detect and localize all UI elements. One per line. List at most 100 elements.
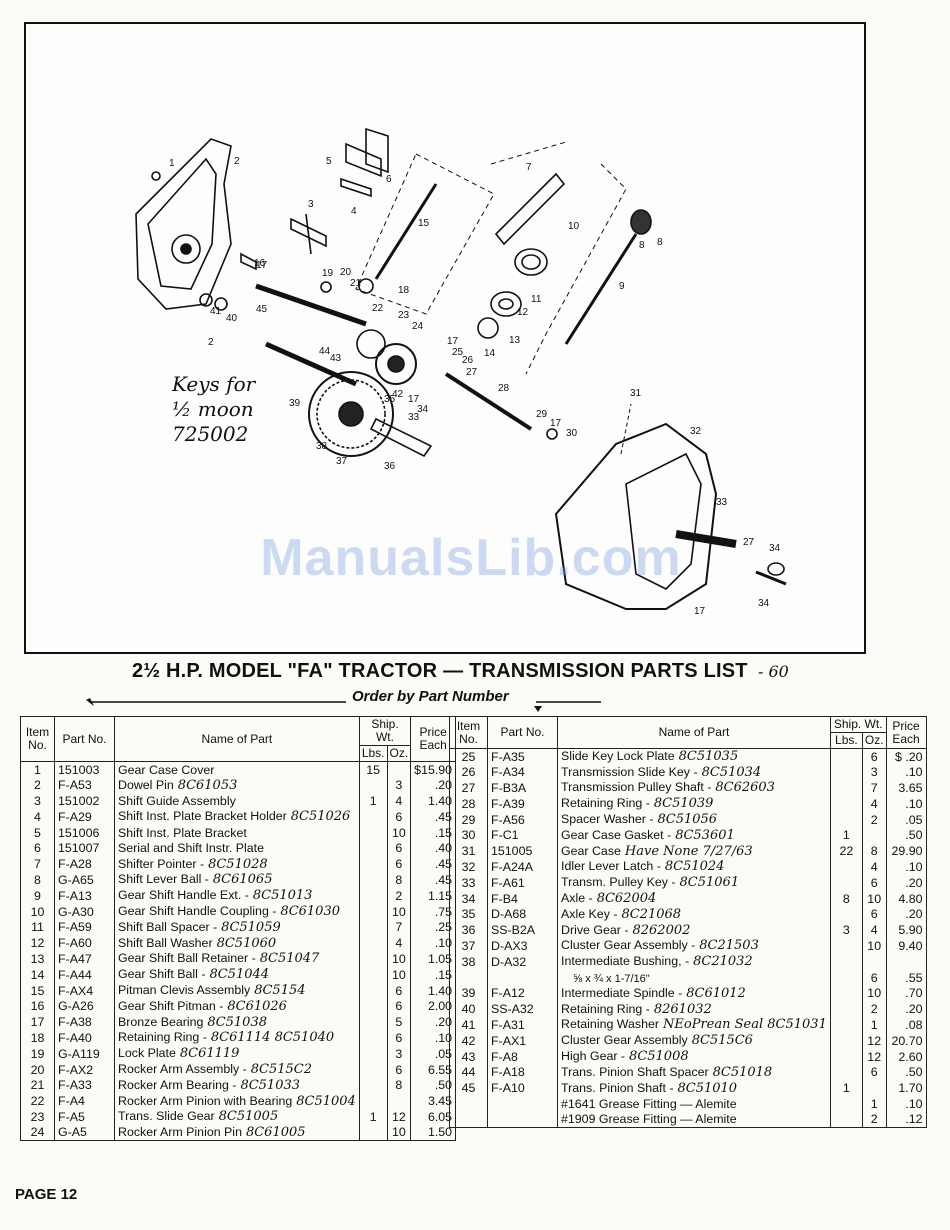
cell-price: .45 [410,872,457,888]
cell-name: Rocker Arm Bearing -8C51033 [114,1077,360,1094]
cell-oz: 6 [861,874,887,891]
cell-oz: 8 [861,843,887,860]
cell-price: .12 [885,1111,927,1129]
cell-lbs: 1 [829,1080,863,1097]
cell-oz: 7 [386,919,412,936]
part-name: Slide Key Lock Plate [561,749,675,764]
part-name: Trans. Slide Gear [118,1109,215,1124]
cell-part: F-A53 [54,777,115,794]
col-name: Name of Part [114,716,360,762]
part-name: Shifter Pointer - [118,856,205,871]
col-item: Item No. [449,716,488,749]
gear-case-cover-shape [135,138,232,310]
cell-lbs [829,1096,863,1112]
diagram-callout-34: 34 [417,404,429,415]
cell-lbs [358,840,388,857]
part-name: Bronze Bearing [118,1014,204,1029]
cell-item: 25 [449,748,488,765]
cell-item: 19 [20,1045,55,1062]
cell-oz: 1 [861,1017,887,1033]
order-arrow-line [86,698,601,712]
cell-price: 1.50 [410,1124,457,1142]
diagram-callout-9: 9 [619,281,625,292]
cell-oz: 6 [386,982,412,999]
handwritten-part-code: 8C61053 [177,777,238,793]
cell-price: .10 [885,795,927,812]
note-line-1: Keys for [172,372,256,396]
cell-part: F-A40 [54,1030,115,1046]
cell-price: .05 [410,1045,457,1062]
cell-item: 14 [20,966,55,983]
cell-name: Rocker Arm Assembly -8C515C2 [114,1061,360,1078]
diagram-callout-5: 5 [326,156,332,167]
cell-price: .50 [410,1077,457,1094]
handwritten-part-code: Have None 7/27/63 [624,843,753,859]
cell-lbs: 1 [358,1109,388,1125]
diagram-callout-12: 12 [517,307,529,318]
watermark: ManualsLib.com [260,529,682,587]
cell-name: Gear Case Gasket -8C53601 [557,827,831,844]
cell-price: 3.45 [410,1093,457,1110]
cell-part: D-A68 [487,906,558,923]
diagram-callout-18: 18 [398,285,410,296]
cell-name: Gear Shift Pitman -8C61026 [114,998,360,1015]
cell-oz: 10 [861,938,887,954]
cell-name: Gear Shift Ball Retainer -8C51047 [114,951,360,967]
cell-item: 33 [449,874,488,891]
col-part: Part No. [54,716,115,762]
cell-lbs [358,1077,388,1094]
cell-lbs [358,935,388,952]
cell-oz: 3 [386,777,412,794]
cell-item: 24 [20,1124,55,1142]
cell-price: 1.40 [410,793,457,809]
handwritten-part-code: 8C62004 [596,891,657,907]
cell-lbs [829,859,863,875]
part-name: Retaining Ring - [561,796,650,811]
cell-lbs [829,1017,863,1033]
cell-part: F-A28 [54,856,115,873]
cell-price: .10 [885,1096,927,1112]
cell-oz: 4 [861,795,887,812]
cell-part [487,1111,558,1129]
handwritten-part-code: NEoPrean Seal 8C51031 [663,1017,827,1033]
part-name: Transmission Pulley Shaft - [561,780,712,795]
cell-lbs [829,780,863,796]
cell-oz: 12 [861,1032,887,1049]
cell-part: F-A59 [54,919,115,936]
diagram-callout-3: 3 [308,199,314,210]
diagram-callout-14: 14 [484,348,496,359]
cell-oz [861,953,887,970]
diagram-callout-7: 7 [526,162,532,173]
diagram-callout-41: 41 [210,306,222,317]
cell-item [449,969,488,986]
handwritten-part-code: 8C51044 [209,967,270,983]
cell-item: 12 [20,935,55,952]
cell-part: F-A56 [487,811,558,828]
diagram-callout-34: 34 [758,598,770,609]
cell-lbs [829,764,863,781]
cell-item: 37 [449,938,488,954]
cell-price: 4.80 [885,890,927,907]
cell-part: F-A12 [487,985,558,1002]
diagram-callout-30: 30 [566,428,578,439]
handwritten-part-code: 8C515C6 [691,1033,753,1049]
cell-part: F-A60 [54,935,115,952]
cell-item: 13 [20,951,55,967]
cell-price: .25 [410,919,457,936]
cell-part: G-A30 [54,903,115,920]
cell-oz: 2 [386,887,412,904]
cell-part: 151002 [54,793,115,809]
cell-oz [861,1080,887,1097]
